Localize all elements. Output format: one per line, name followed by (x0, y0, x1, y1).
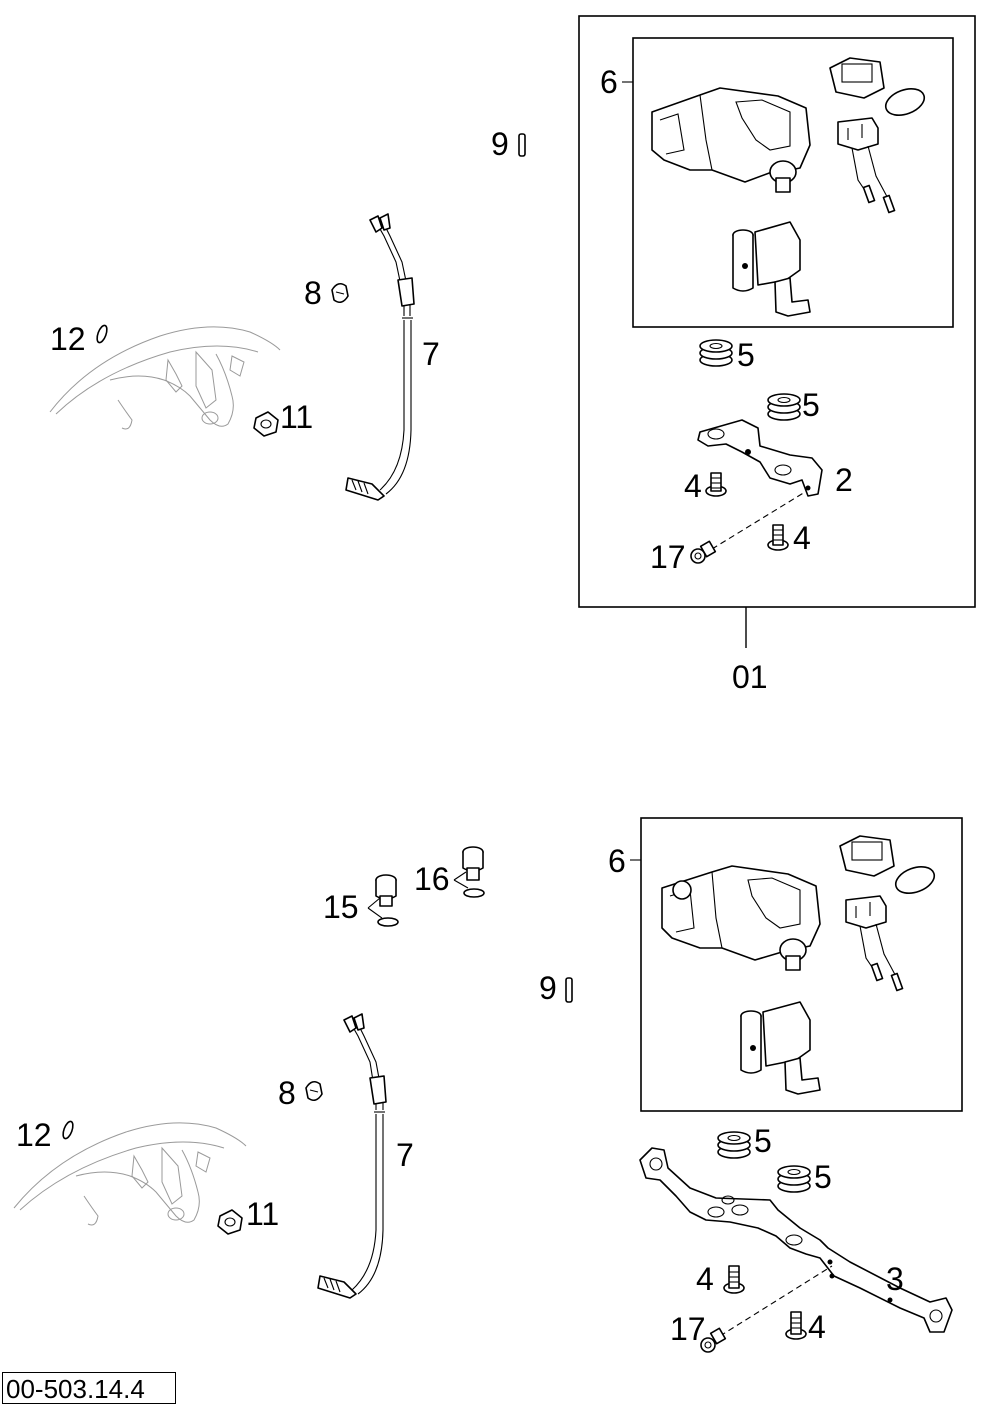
grommet-top-b-drawing (767, 393, 801, 421)
kit-outline-frame (578, 15, 976, 608)
callout-4a-bottom: 4 (696, 1261, 714, 1297)
callout-12-bottom: 12 (16, 1117, 52, 1153)
speedometer-display-bottom-drawing (839, 835, 895, 877)
connector-bottom-drawing (845, 895, 904, 992)
flange-bolt-bottom-drawing (700, 1327, 727, 1353)
speed-sensor-cable-bottom-drawing (317, 1013, 387, 1299)
nut-11-top-drawing (253, 411, 279, 437)
callout-17: 17 (650, 539, 686, 575)
instrument-inner-frame (632, 37, 954, 328)
callout-5b: 5 (802, 387, 820, 423)
callout-7: 7 (422, 336, 440, 372)
bolt-17-dash-line (711, 491, 806, 550)
callout-5a: 5 (737, 337, 755, 373)
callout-6: 6 (600, 64, 618, 100)
instrument-housing-bottom-drawing (661, 865, 821, 971)
callout-4b-bottom: 4 (808, 1309, 826, 1345)
callout-4a: 4 (684, 468, 702, 504)
screw-bottom-b-drawing (785, 1311, 807, 1340)
callout-6-bottom: 6 (608, 843, 626, 879)
connector-drawing (837, 117, 896, 214)
speedometer-display-drawing (829, 57, 885, 99)
grommet-bottom-a-drawing (717, 1131, 751, 1159)
callout-7-bottom: 7 (396, 1137, 414, 1173)
callout-3: 3 (886, 1261, 904, 1297)
grommet-bottom-b-drawing (777, 1165, 811, 1193)
plug-15-drawing (367, 874, 399, 927)
cable-clip-bottom-drawing (305, 1080, 323, 1102)
callout-9: 9 (491, 126, 509, 162)
plug-16-drawing (453, 846, 485, 898)
callout-17-bottom: 17 (670, 1311, 706, 1347)
cable-clip-top-drawing (331, 282, 349, 304)
callout-8: 8 (304, 275, 322, 311)
o-ring-12-bottom-drawing (62, 1120, 74, 1140)
callout-5b-bottom: 5 (814, 1159, 832, 1195)
callout-11: 11 (280, 399, 313, 435)
callout-12: 12 (50, 321, 86, 357)
callout-16: 16 (414, 861, 450, 897)
callout-4b: 4 (793, 520, 811, 556)
wheel-hub-bottom-ghost (13, 1122, 247, 1226)
nut-11-bottom-drawing (217, 1209, 243, 1235)
terminal-9-top-drawing (518, 133, 526, 157)
o-ring-12-top-drawing (96, 324, 108, 344)
callout-kit-01: 01 (732, 659, 768, 695)
bracket-2-drawing (697, 419, 823, 497)
callout-15: 15 (323, 889, 359, 925)
screw-bottom-a-drawing (723, 1265, 745, 1294)
drawing-code-label: 00-503.14.4 (2, 1372, 176, 1404)
display-gasket-drawing (884, 88, 926, 116)
grommet-top-a-drawing (699, 339, 733, 367)
terminal-9-bottom-drawing (565, 977, 573, 1003)
switch-button-bottom-drawing (740, 1001, 821, 1095)
callout-11-bottom: 11 (246, 1196, 279, 1232)
instrument-inner-frame-bottom (640, 817, 963, 1112)
display-gasket-bottom-drawing (894, 866, 936, 894)
bracket-3-drawing (639, 1147, 953, 1333)
speed-sensor-cable-top-drawing (345, 213, 415, 501)
flange-bolt-top-drawing (690, 540, 717, 564)
callout-2: 2 (835, 462, 853, 498)
callout-9-bottom: 9 (539, 970, 557, 1006)
screw-top-a-drawing (705, 472, 727, 497)
switch-button-drawing (732, 221, 811, 317)
bolt-17-bottom-dash-line (719, 1265, 833, 1337)
instrument-housing-drawing (651, 87, 811, 193)
callout-8-bottom: 8 (278, 1075, 296, 1111)
screw-top-b-drawing (767, 524, 789, 551)
callout-5a-bottom: 5 (754, 1123, 772, 1159)
wheel-hub-top-ghost (49, 326, 281, 430)
